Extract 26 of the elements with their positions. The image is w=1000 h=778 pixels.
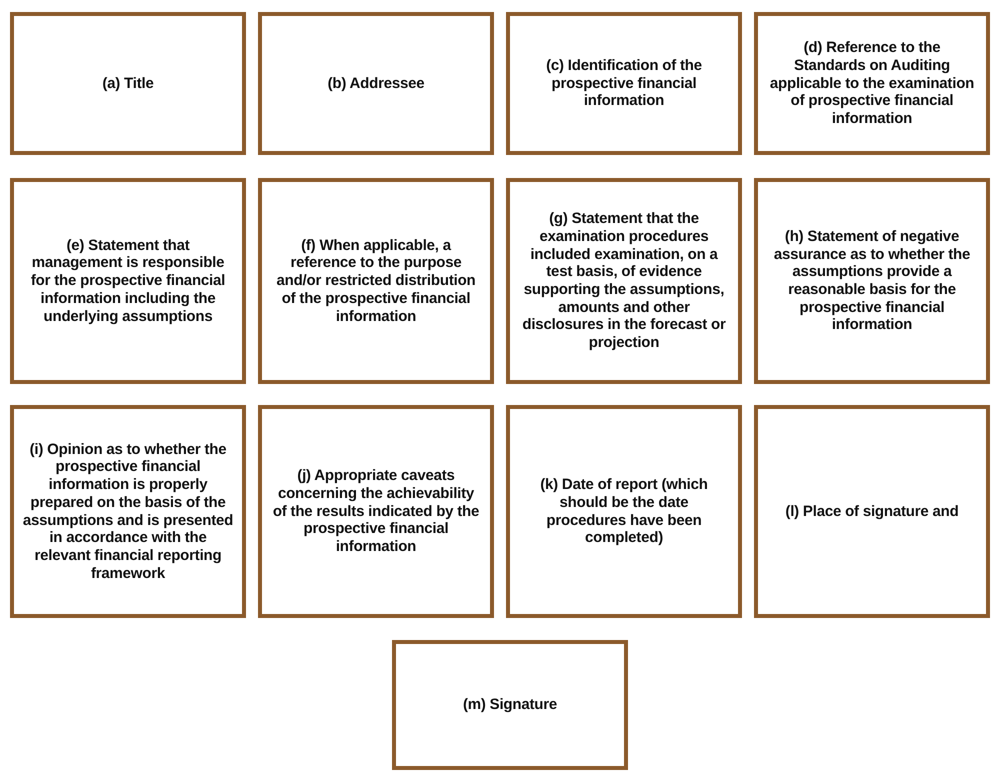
box-text: (h) Statement of negative assurance as to whether the assumptions provide a reasonable basis for the prospective financial information [772, 228, 972, 334]
text-box [10, 405, 246, 618]
box-text: (k) Date of report (which should be the date procedures have been completed) [539, 476, 709, 547]
box-text: (b) Addressee [328, 74, 424, 92]
box-text: (i) Opinion as to whether the prospective financial information is properly prepared on the basis of the assumptions and is presented in accordance with the relevant financial reporting framework [22, 440, 234, 582]
text-box [10, 12, 246, 155]
text-box [392, 640, 628, 770]
box-text: (c) Identification of the prospective financial information [545, 56, 703, 110]
box-text: (g) Statement that the examination procedures included examination, on a test basis, of evidence supporting the assumptions, amounts and other disclosures in the forecast or projection [521, 210, 727, 352]
box-text: (m) Signature [462, 696, 558, 714]
text-box [258, 178, 494, 384]
text-box [506, 405, 742, 618]
text-box [754, 12, 990, 155]
box-text: (e) Statement that management is responsible for the prospective financial information including the underlying assumptions [30, 236, 226, 326]
box-text: (l) Place of signature and [785, 502, 959, 520]
box-text: (d) Reference to the Standards on Auditing applicable to the examination of prospective financial information [768, 39, 976, 128]
box-text: (f) When applicable, a reference to the purpose and/or restricted distribution of the prospective financial information [275, 236, 477, 326]
text-box [258, 405, 494, 618]
text-box [506, 12, 742, 155]
text-box [506, 178, 742, 384]
box-text: (a) Title [102, 74, 154, 92]
text-box [754, 405, 990, 618]
text-box [10, 178, 246, 384]
box-text: (j) Appropriate caveats concerning the achievability of the results indicated by the prospective financial information [272, 467, 480, 556]
text-box [258, 12, 494, 155]
text-box [754, 178, 990, 384]
